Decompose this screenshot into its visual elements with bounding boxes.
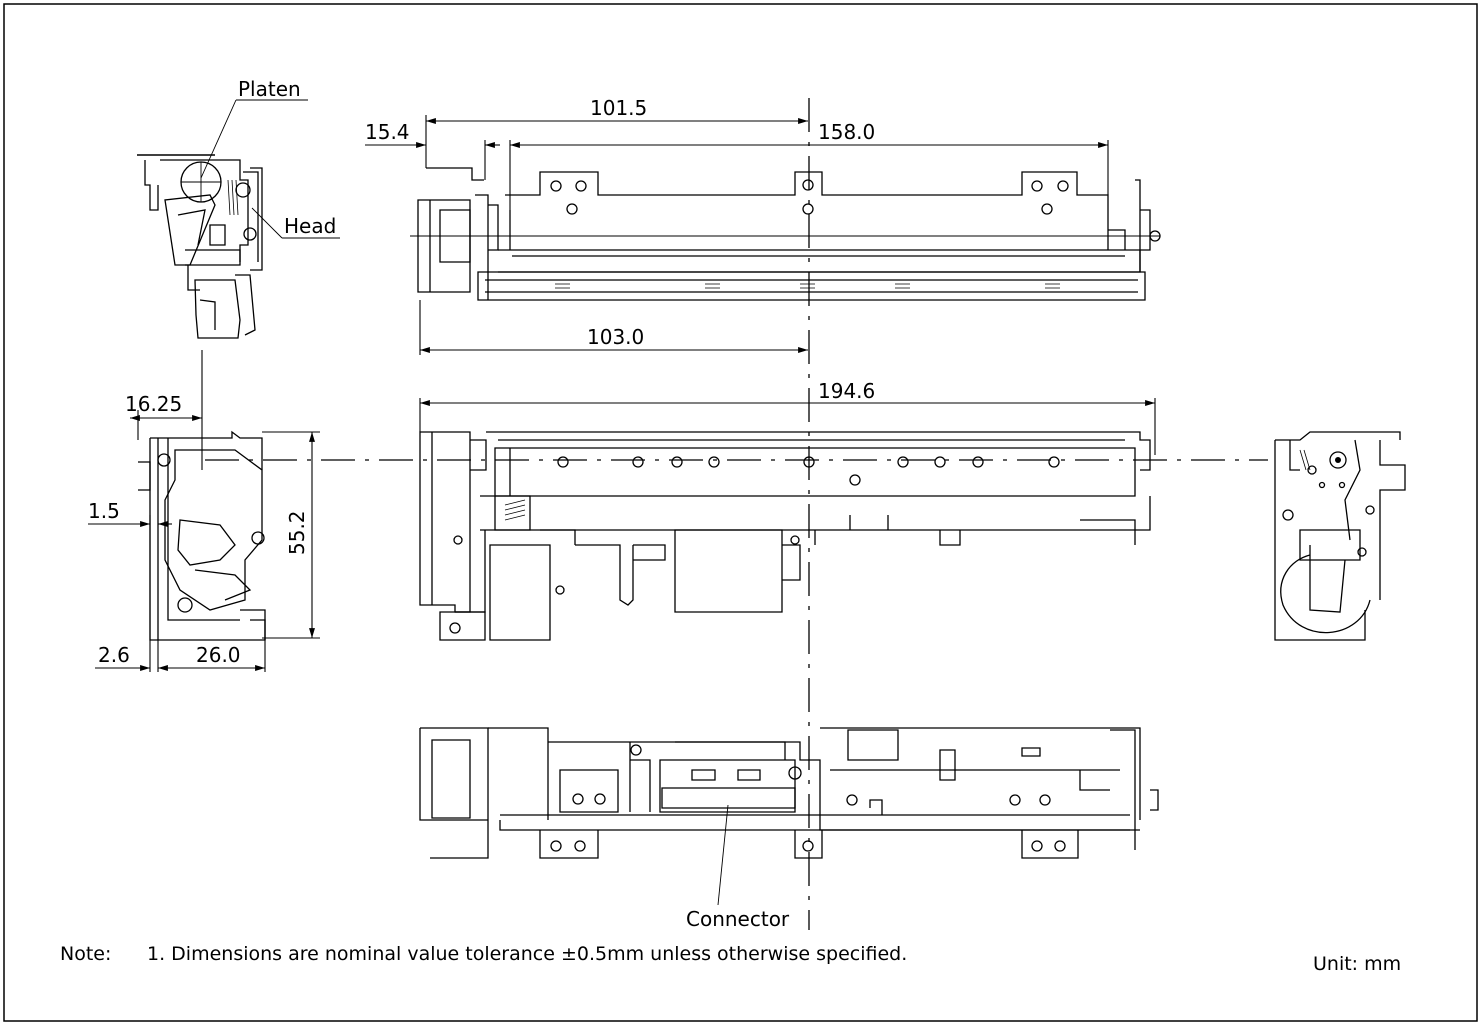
front-top-view xyxy=(417,167,1161,301)
dim-101-5: 101.5 xyxy=(590,96,647,120)
dims-middle xyxy=(419,398,1156,455)
page-frame xyxy=(3,3,1478,1022)
dim-16-25: 16.25 xyxy=(125,392,182,416)
side-view-right xyxy=(1274,431,1406,641)
unit-label: Unit: mm xyxy=(1313,953,1401,975)
label-platen: Platen xyxy=(238,77,301,101)
label-head: Head xyxy=(284,214,336,238)
dim-194-6: 194.6 xyxy=(818,379,875,403)
note-text: 1. Dimensions are nominal value toleranc… xyxy=(147,943,907,965)
note-prefix: Note: xyxy=(60,943,111,965)
side-view-top xyxy=(137,99,340,339)
front-middle-view xyxy=(419,431,1151,641)
dim-26-0: 26.0 xyxy=(196,643,241,667)
dim-158-0: 158.0 xyxy=(818,120,875,144)
center-lines xyxy=(205,98,1268,930)
dim-103-0: 103.0 xyxy=(587,325,644,349)
bottom-view xyxy=(419,727,1159,906)
dim-15-4: 15.4 xyxy=(365,120,410,144)
dims-left xyxy=(88,410,320,672)
dim-2-6: 2.6 xyxy=(98,643,130,667)
dim-1-5: 1.5 xyxy=(88,499,120,523)
dim-55-2: 55.2 xyxy=(285,510,309,555)
dims-top xyxy=(365,115,1109,355)
label-connector: Connector xyxy=(686,907,790,931)
